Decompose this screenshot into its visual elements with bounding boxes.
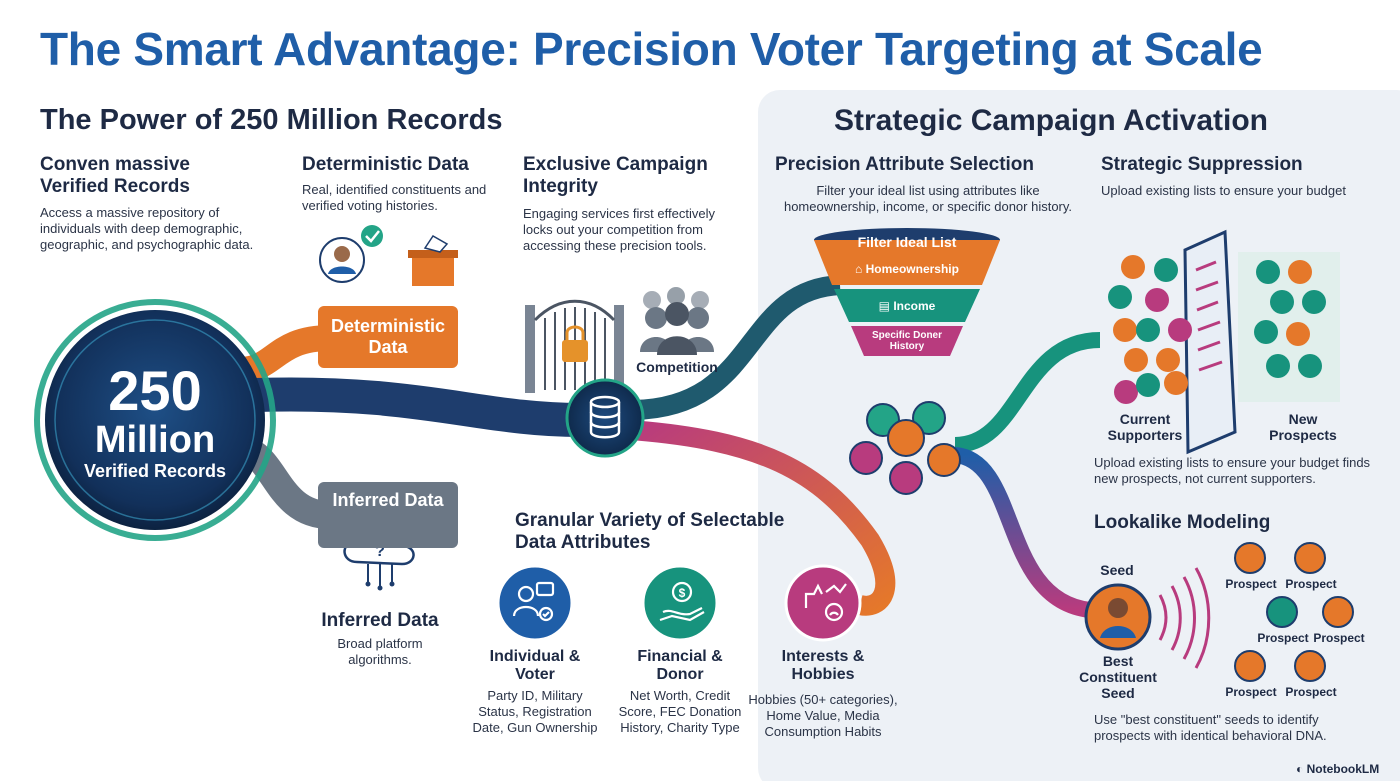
new-prospects-group <box>1254 260 1326 378</box>
brand-mark: ◐ NotebookLM <box>1296 762 1396 776</box>
attribute-text-interests: Hobbies (50+ categories), Home Value, Me… <box>748 692 898 739</box>
main-band <box>254 377 581 437</box>
attribute-title-interests: Interests & Hobbies <box>781 648 865 683</box>
current-supporters-group <box>1108 255 1192 404</box>
locked-gate-icon <box>525 299 624 393</box>
funnel-top-label: Filter Ideal List <box>857 234 957 250</box>
inferred-text: Broad platform algorithms. <box>337 636 423 667</box>
donor-attribute-icon <box>641 564 719 642</box>
audience-cluster <box>849 401 961 495</box>
lookalike-band <box>953 447 1092 618</box>
attribute-title-donor: Financial & Donor <box>637 648 723 683</box>
hub-number: 250 <box>108 359 202 422</box>
ballot-box-icon <box>412 256 454 286</box>
brand-name: NotebookLM <box>1306 762 1380 776</box>
suppression-bottom-text: Upload existing lists to ensure your bud… <box>1094 455 1371 486</box>
prospect-label: Prospect <box>1225 685 1277 699</box>
deterministic-pill: Deterministic Data <box>318 306 458 368</box>
suppression-title: Strategic Suppression <box>1101 154 1303 175</box>
inferred-title: Inferred Data <box>321 610 439 631</box>
attribute-funnel <box>814 228 1000 356</box>
verified-records-title: Conven massive Verified Records <box>40 154 190 197</box>
signal-waves <box>1158 567 1211 669</box>
funnel-layer-income: ▤ Income <box>878 299 936 313</box>
lookalike-title: Lookalike Modeling <box>1094 512 1271 533</box>
best-seed-label: Best Constituent Seed <box>1079 653 1157 701</box>
attribute-text-voter: Party ID, Military Status, Registration … <box>472 688 598 735</box>
attributes-title: Granular Variety of Selectable Data Attr… <box>515 510 785 553</box>
prospect-grid <box>1234 542 1354 682</box>
prospect-label: Prospect <box>1285 685 1337 699</box>
prospect-label: Prospect <box>1225 577 1277 591</box>
new-prospects-label: New Prospects <box>1269 411 1337 443</box>
home-icon: ⌂ <box>855 262 866 276</box>
interests-attribute-icon <box>784 564 862 642</box>
precision-text: Filter your ideal list using attributes … <box>783 183 1073 214</box>
inferred-pill: Inferred Data <box>318 482 458 548</box>
deterministic-title: Deterministic Data <box>302 154 469 175</box>
voter-attribute-icon <box>496 564 574 642</box>
attribute-title-voter: Individual & Voter <box>489 648 581 683</box>
prospect-label: Prospect <box>1257 631 1309 645</box>
hub-caption: Verified Records <box>83 461 227 481</box>
attribute-text-donor: Net Worth, Credit Score, FEC Donation Hi… <box>618 688 742 735</box>
funnel-layer-homeownership: ⌂ Homeownership <box>855 262 959 276</box>
connector-hobbies <box>629 420 896 616</box>
lookalike-text: Use "best constituent" seeds to identify… <box>1094 712 1327 743</box>
left-section-heading: The Power of 250 Million Records <box>40 104 503 136</box>
suppression-band <box>954 332 1101 453</box>
connector-funnel <box>629 275 841 420</box>
integrity-text: Engaging services first effectively lock… <box>523 206 715 253</box>
verified-records-text: Access a massive repository of individua… <box>40 205 254 252</box>
suppression-device-icon <box>1183 229 1237 455</box>
integrity-title: Exclusive Campaign Integrity <box>523 154 708 197</box>
competition-label: Competition <box>636 359 718 375</box>
precision-title: Precision Attribute Selection <box>775 154 1035 175</box>
prospect-label: Prospect <box>1313 631 1365 645</box>
prospect-label: Prospect <box>1285 577 1337 591</box>
cash-icon: ▤ <box>878 299 894 313</box>
deterministic-text: Real, identified constituents and verifi… <box>302 182 487 213</box>
page-title: The Smart Advantage: Precision Voter Tar… <box>40 23 1263 75</box>
current-supporters-label: Current Supporters <box>1107 411 1183 443</box>
competition-icon <box>640 287 714 355</box>
svg-text:$: $ <box>679 586 686 600</box>
seed-label: Seed <box>1100 562 1134 578</box>
funnel-layer-donor-history: Specific Doner History <box>871 330 943 352</box>
notebooklm-logo-icon: ◐ <box>1296 762 1307 776</box>
svg-text:?: ? <box>375 543 385 560</box>
hub-unit: Million <box>94 419 216 461</box>
suppression-text: Upload existing lists to ensure your bud… <box>1101 183 1346 198</box>
right-section-heading: Strategic Campaign Activation <box>834 104 1268 137</box>
